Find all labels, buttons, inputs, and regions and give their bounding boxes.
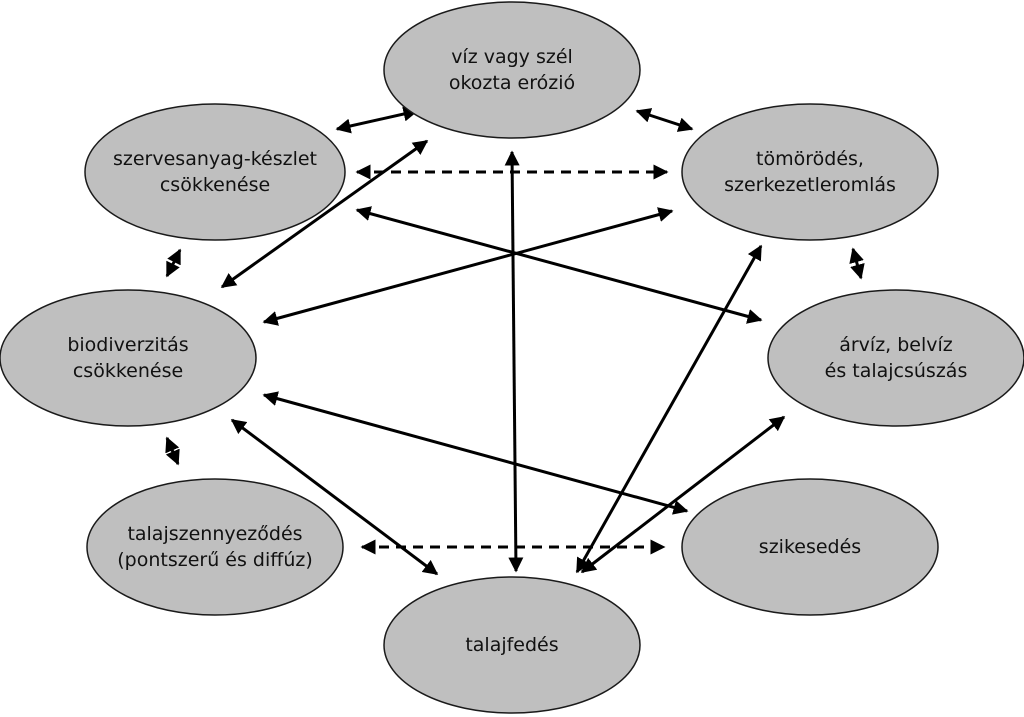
node-label-compaction-1: szerkezetleromlás: [724, 174, 896, 196]
node-label-compaction-0: tömörödés,: [756, 148, 864, 170]
edge-erosion-sealing: [504, 150, 524, 573]
node-ellipse-flood: [767, 289, 1024, 427]
node-label-pollution-0: talajszennyeződés: [127, 523, 302, 545]
node-label-organic-0: szervesanyag-készlet: [113, 148, 317, 170]
node-sealing: talajfedés: [383, 576, 641, 714]
edge-organic-biodiversity: [165, 248, 182, 278]
node-organic: szervesanyag-készlet csökkenése: [84, 103, 346, 241]
edge-erosion-organic: [335, 106, 419, 134]
node-ellipse-biodiversity: [0, 289, 257, 427]
node-compaction: tömörödés, szerkezetleromlás: [681, 103, 939, 241]
edge-compaction-flood: [849, 247, 865, 280]
node-label-flood-1: és talajcsúszás: [825, 360, 968, 382]
node-label-organic-1: csökkenése: [160, 174, 270, 196]
edges-layer: [165, 106, 865, 576]
node-flood: árvíz, belvíz és talajcsúszás: [767, 289, 1024, 427]
node-label-erosion-1: okozta erózió: [449, 72, 575, 94]
node-label-biodiversity-1: csökkenése: [73, 360, 183, 382]
node-erosion: víz vagy szél okozta erózió: [383, 1, 641, 139]
node-ellipse-sealing: [383, 576, 641, 714]
node-label-sealing-0: talajfedés: [465, 634, 558, 656]
node-label-erosion-0: víz vagy szél: [451, 46, 573, 68]
node-label-biodiversity-0: biodiverzitás: [67, 334, 188, 356]
node-pollution: talajszennyeződés (pontszerű és diffúz): [86, 478, 344, 616]
node-label-pollution-1: (pontszerű és diffúz): [117, 549, 313, 571]
node-ellipse-compaction: [681, 103, 939, 241]
node-biodiversity: biodiverzitás csökkenése: [0, 289, 257, 427]
node-ellipse-erosion: [383, 1, 641, 139]
edge-organic-flood: [355, 206, 763, 324]
edge-compaction-biodiversity: [262, 207, 674, 326]
node-salinization: szikesedés: [681, 478, 939, 616]
node-ellipse-organic: [84, 103, 346, 241]
node-label-salinization-0: szikesedés: [759, 536, 861, 558]
node-ellipse-salinization: [681, 478, 939, 616]
node-ellipse-pollution: [86, 478, 344, 616]
edge-biodiversity-salinization: [262, 391, 689, 515]
edge-biodiversity-pollution: [165, 436, 180, 466]
edge-erosion-compaction: [635, 108, 694, 132]
node-label-flood-0: árvíz, belvíz: [839, 334, 953, 356]
